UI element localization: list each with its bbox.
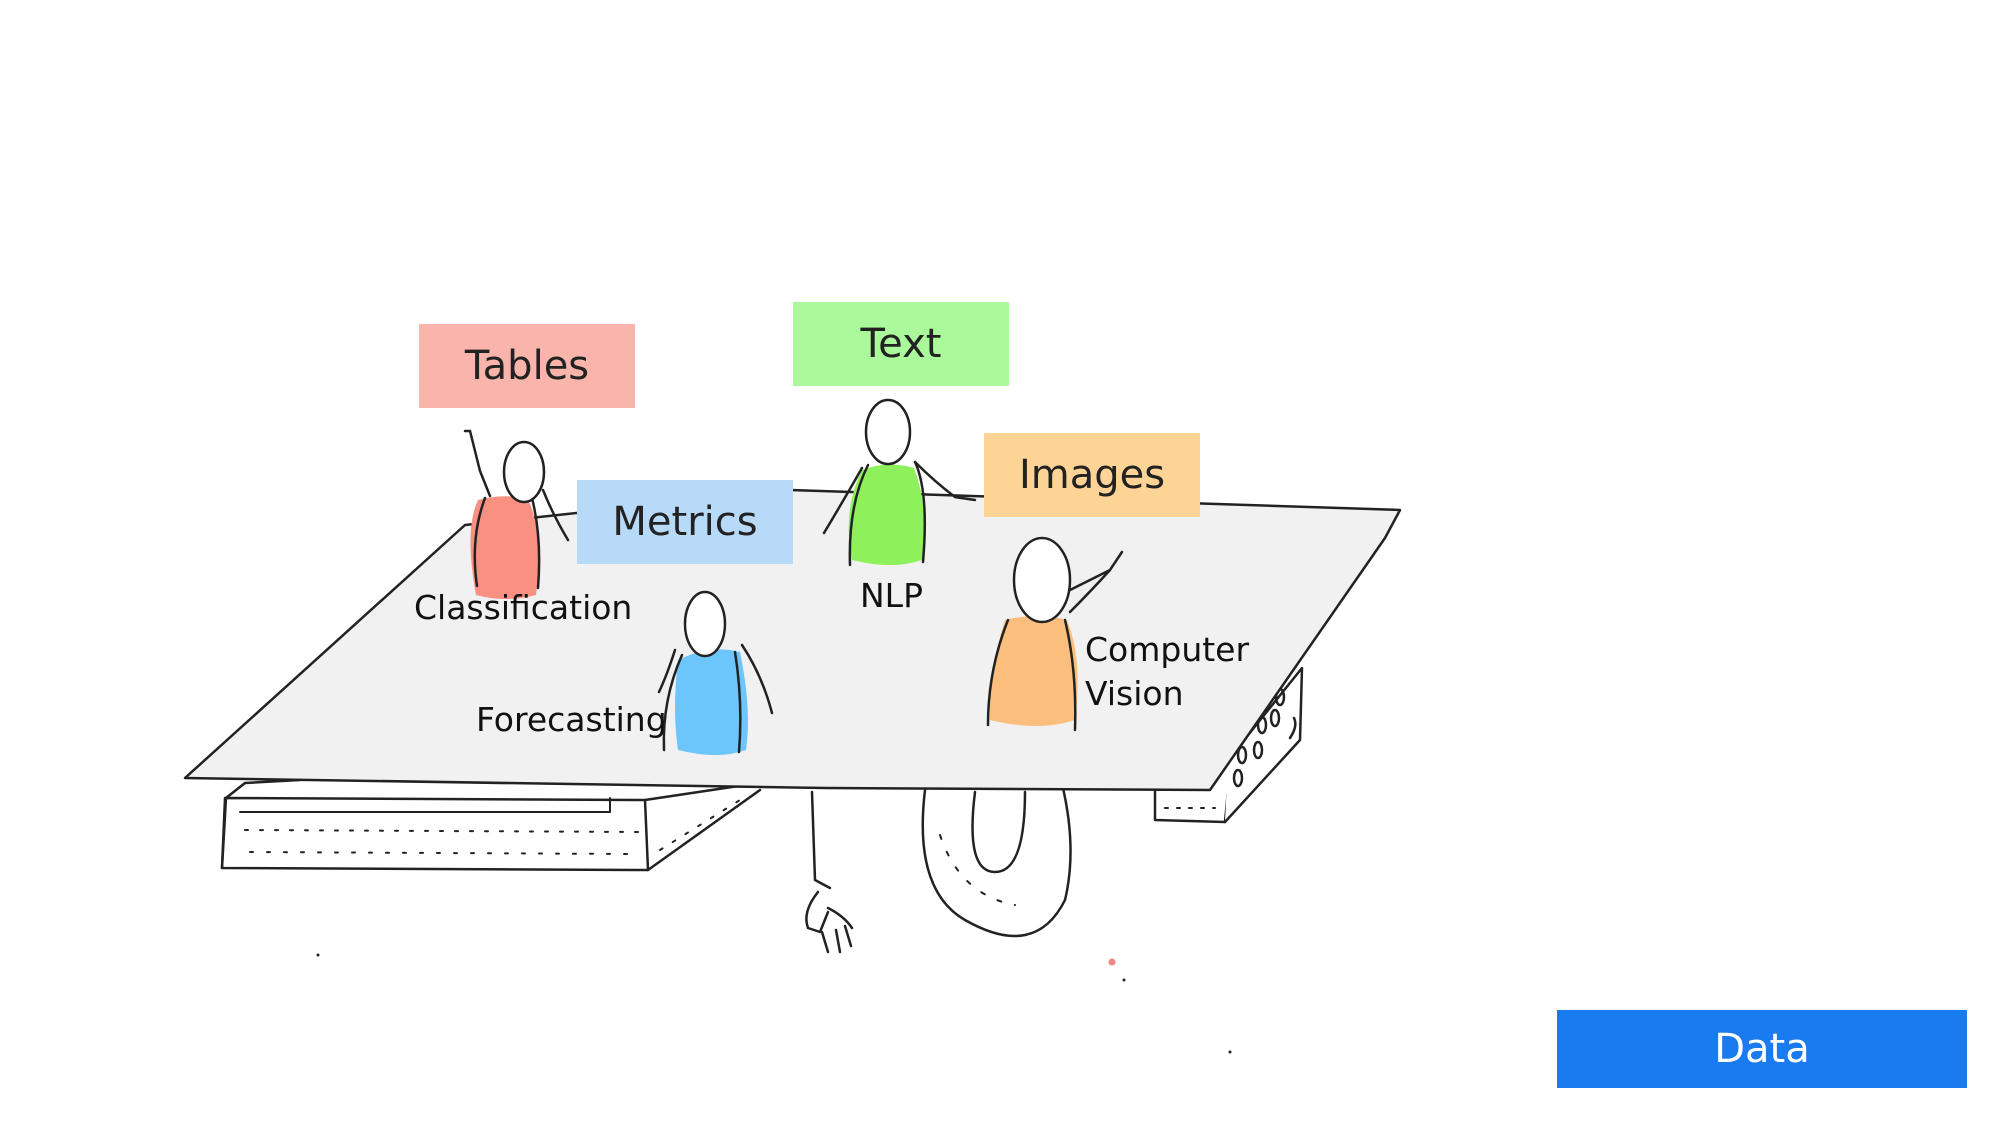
- right-bench: [1153, 666, 1304, 824]
- lower-person-arm: [805, 790, 854, 954]
- tag-metrics: Metrics: [577, 480, 793, 564]
- caption-classification: Classification: [414, 588, 633, 627]
- data-button-label: Data: [1714, 1026, 1810, 1072]
- tag-images-label: Images: [1018, 452, 1166, 498]
- caption-forecasting: Forecasting: [476, 700, 667, 739]
- caption-nlp: NLP: [860, 576, 923, 615]
- caption-computer-vision-line2: Vision: [1085, 674, 1184, 713]
- left-bench: [220, 778, 762, 872]
- dot-mark: [1108, 958, 1116, 966]
- dot-mark: [1228, 1050, 1232, 1054]
- nlp-person: [822, 398, 977, 567]
- dot-mark: [316, 953, 320, 957]
- tag-images: Images: [984, 433, 1200, 517]
- lower-person-legs: [921, 786, 1072, 938]
- forecasting-person: [657, 590, 774, 755]
- tag-tables-label: Tables: [464, 343, 590, 389]
- dot-mark: [1122, 978, 1126, 982]
- tag-text: Text: [793, 302, 1009, 386]
- tag-metrics-label: Metrics: [612, 499, 758, 545]
- classification-person: [463, 429, 570, 599]
- tag-text-label: Text: [860, 321, 942, 367]
- tag-tables: Tables: [419, 324, 635, 408]
- caption-computer-vision: Computer Vision: [1085, 628, 1249, 716]
- data-button[interactable]: Data: [1557, 1010, 1967, 1088]
- caption-computer-vision-line1: Computer: [1085, 630, 1250, 669]
- vision-person: [986, 536, 1124, 732]
